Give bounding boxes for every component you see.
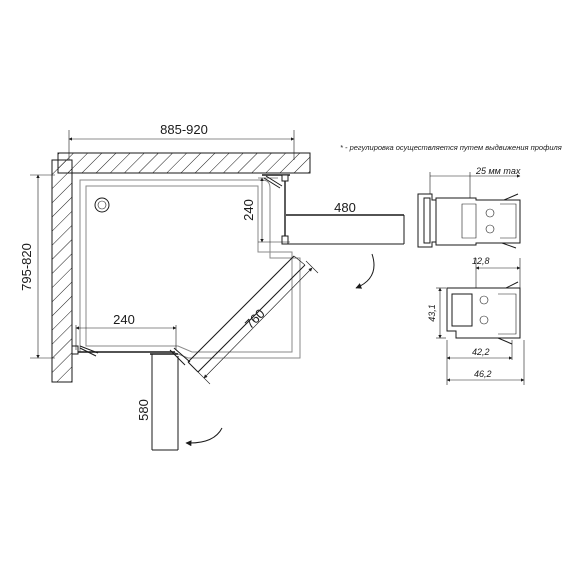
wall-left: [51, 159, 73, 383]
dim-left-height: 795-820: [19, 174, 55, 359]
dim-door-bottom-panel: 580: [136, 399, 151, 421]
dim-left-height-label: 795-820: [19, 243, 34, 291]
dim-door-bottom-width-label: 240: [113, 312, 135, 327]
dim-diagonal-label: 760: [242, 306, 268, 332]
dim-top-width-label: 885-920: [160, 122, 208, 137]
dim-top-width: 885-920: [68, 122, 295, 160]
profile-bottom-w-mid-label: 42,2: [472, 347, 490, 357]
profile-bottom-height-label: 43,1: [427, 304, 437, 322]
adjustment-note: * - регулировка осуществляется путем выд…: [340, 143, 562, 152]
profile-bottom-w-total-label: 46,2: [474, 369, 492, 379]
rotation-arrow-icon: [355, 253, 375, 289]
shower-tray: [79, 179, 301, 359]
drain-icon: [94, 197, 110, 213]
profile-top-adjust-label: 25 мм max: [475, 166, 521, 176]
rotation-arrow-icon: [185, 427, 223, 447]
dim-door-bottom-width: 240: [75, 312, 177, 350]
profile-top: 25 мм max: [417, 166, 521, 249]
profile-bottom: 12,8 43,1 42,2 46,2: [427, 256, 525, 385]
profile-bottom-w-top-label: 12,8: [472, 256, 490, 266]
dim-door-bottom-panel-label: 580: [136, 399, 151, 421]
dim-door-top-width: 240: [241, 177, 290, 243]
dim-door-right-panel: 480: [334, 200, 356, 215]
dim-door-right-panel-label: 480: [334, 200, 356, 215]
dim-door-top-width-label: 240: [241, 199, 256, 221]
wall-top: [57, 152, 311, 174]
